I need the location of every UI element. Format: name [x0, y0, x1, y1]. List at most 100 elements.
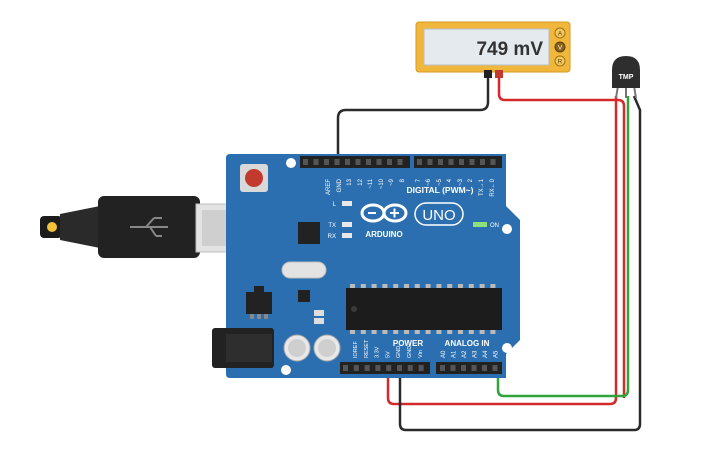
header-hole[interactable]	[418, 365, 424, 371]
probe-terminal-com[interactable]	[484, 70, 492, 78]
header-hole[interactable]	[407, 365, 413, 371]
capacitor	[283, 334, 311, 362]
chip-pin	[425, 330, 431, 334]
header-hole[interactable]	[461, 365, 466, 371]
mounting-hole	[502, 343, 512, 353]
power-header	[340, 362, 430, 374]
header-hole[interactable]	[376, 159, 382, 165]
chip-pin	[425, 284, 431, 288]
digital-pin-label: GND	[337, 178, 343, 192]
power-label: POWER	[393, 339, 423, 348]
usb-icon	[130, 217, 168, 237]
wire-sensor-to-5v[interactable]	[386, 96, 618, 406]
header-hole[interactable]	[471, 365, 477, 371]
chip-pin	[479, 284, 485, 288]
header-hole[interactable]	[343, 365, 348, 371]
voltage-regulator	[246, 286, 272, 319]
arduino-logo-text: ARDUINO	[365, 230, 402, 239]
header-hole[interactable]	[469, 159, 475, 165]
digital-label: DIGITAL (PWM~)	[407, 185, 474, 195]
usb-power-icon	[47, 222, 57, 232]
header-hole[interactable]	[375, 365, 381, 371]
digital-pin-label: ~6	[426, 178, 432, 186]
analog-label: ANALOG IN	[445, 339, 490, 348]
header-hole[interactable]	[303, 159, 308, 165]
digital-pin-label: RX←0	[490, 178, 496, 196]
mounting-hole	[286, 158, 296, 168]
header-hole[interactable]	[397, 159, 403, 165]
status-leds: L TX RX	[328, 201, 352, 240]
reset-button[interactable]	[245, 169, 263, 187]
header-hole[interactable]	[427, 159, 433, 165]
multimeter-reading: 749 mV	[476, 39, 543, 60]
power-pin-label: Vin	[418, 350, 424, 358]
header-hole[interactable]	[353, 365, 359, 371]
mode-button-r[interactable]: R	[554, 55, 566, 67]
header-hole[interactable]	[313, 159, 319, 165]
header-hole[interactable]	[482, 365, 487, 371]
chip-pin	[404, 284, 409, 288]
digital-pin-label: 13	[347, 178, 353, 185]
wire-sensor-to-a5[interactable]	[496, 96, 630, 398]
digital-pin-label: 8	[400, 178, 406, 182]
digital-pin-label: ~10	[379, 178, 385, 189]
wire-multimeter-to-gnd[interactable]	[336, 76, 490, 160]
header-hole[interactable]	[438, 159, 443, 165]
header-hole[interactable]	[490, 159, 496, 165]
wire-sensor-to-gnd[interactable]	[398, 95, 642, 432]
analog-pin-label: A0	[441, 350, 447, 358]
header-hole[interactable]	[440, 365, 445, 371]
header-hole[interactable]	[324, 159, 329, 165]
led-label-rx: RX	[328, 234, 336, 240]
header-hole[interactable]	[366, 159, 371, 165]
digital-pin-label: AREF	[326, 179, 332, 195]
chip-pin	[458, 284, 463, 288]
mode-button-a[interactable]: A	[554, 27, 566, 39]
header-hole[interactable]	[450, 365, 456, 371]
header-hole[interactable]	[345, 159, 350, 165]
header-hole[interactable]	[448, 159, 454, 165]
analog-pin-label: A2	[462, 350, 468, 358]
digital-pin-label: ~11	[368, 178, 374, 188]
chip-pin	[447, 330, 453, 334]
crystal	[281, 261, 327, 279]
analog-pin-label: A5	[494, 350, 500, 358]
chip-pin	[382, 284, 388, 288]
chip-pin	[490, 330, 496, 334]
header-hole[interactable]	[480, 159, 485, 165]
digital-pin-label: ~3	[458, 178, 464, 186]
mode-button-v[interactable]: V	[554, 41, 566, 53]
multimeter[interactable]: 749 mV A V R	[415, 21, 571, 78]
header-hole[interactable]	[417, 159, 422, 165]
atmega-pins	[350, 284, 496, 334]
header-hole[interactable]	[386, 365, 392, 371]
header-hole[interactable]	[364, 365, 370, 371]
tmp-sensor[interactable]: TMP	[612, 56, 640, 99]
dc-power-jack[interactable]	[212, 328, 274, 368]
header-hole[interactable]	[459, 159, 464, 165]
chip-pin	[360, 284, 366, 288]
wire-multimeter-to-sensor[interactable]	[497, 76, 626, 398]
chip-pin	[350, 284, 355, 288]
capacitor	[313, 334, 341, 362]
header-hole[interactable]	[355, 159, 361, 165]
chip-pin	[404, 330, 409, 334]
power-pin-label: 3.3V	[375, 346, 381, 358]
header-hole[interactable]	[387, 159, 392, 165]
chip-pin	[350, 330, 355, 334]
digital-pin-label: 2	[468, 178, 474, 182]
header-hole[interactable]	[397, 365, 402, 371]
arduino-logo-icon	[360, 203, 408, 223]
mounting-hole	[281, 365, 291, 375]
header-hole[interactable]	[492, 365, 498, 371]
probe-terminal-v[interactable]	[495, 70, 503, 78]
power-pin-label: RESET	[364, 339, 370, 358]
on-led	[473, 222, 487, 227]
digital-pin-label: TX→1	[479, 178, 485, 196]
header-hole[interactable]	[334, 159, 340, 165]
